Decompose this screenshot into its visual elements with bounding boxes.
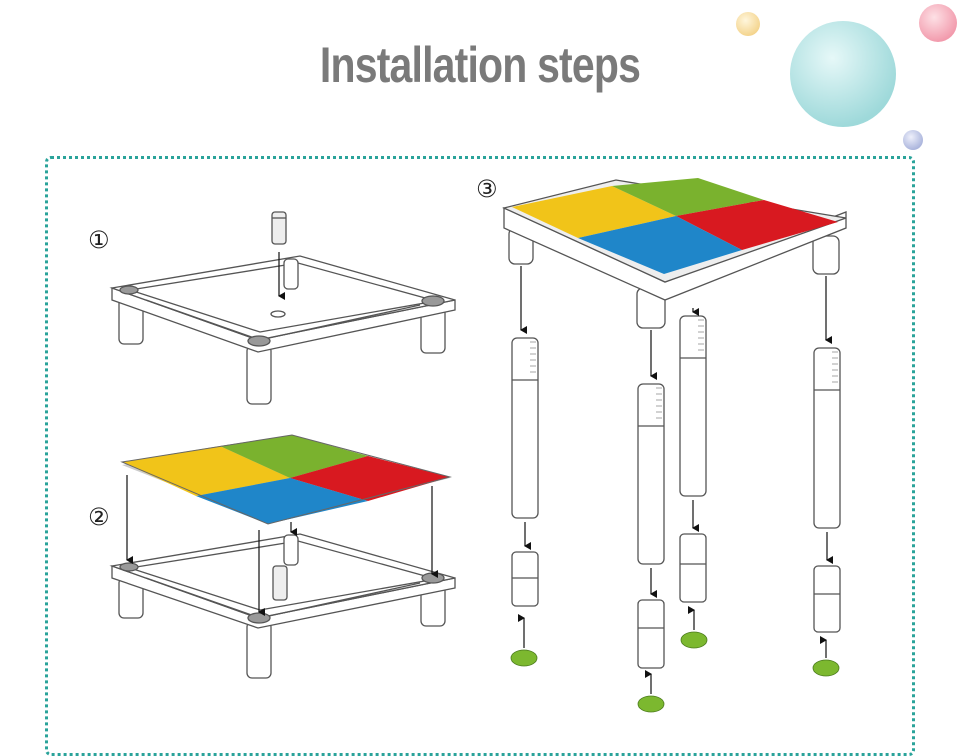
step-1-marker: ① xyxy=(88,226,110,254)
foot-pad-4 xyxy=(812,659,840,677)
bubble-pink-decoration xyxy=(919,4,957,42)
step-3-legs xyxy=(511,315,841,669)
tabletop-red-quadrant xyxy=(290,456,450,501)
step-2-frame-illustration xyxy=(109,533,456,679)
step-2-tabletop xyxy=(120,434,452,525)
bubble-large-decoration xyxy=(790,21,896,127)
table-green-quadrant xyxy=(612,178,764,216)
step-2-arrows xyxy=(126,475,438,616)
foot-pad-1 xyxy=(510,649,538,667)
table-yellow-quadrant xyxy=(512,186,676,238)
page-title: Installation steps xyxy=(319,37,641,93)
tabletop-blue-quadrant xyxy=(196,478,368,524)
step-3-marker: ③ xyxy=(476,175,498,203)
leg-thread-marks xyxy=(530,319,838,419)
tabletop-green-quadrant xyxy=(220,435,368,478)
bubble-yellow-decoration xyxy=(736,12,760,36)
table-red-quadrant xyxy=(676,200,838,250)
step-1-frame-illustration xyxy=(109,211,456,405)
decoration-layer xyxy=(736,4,957,150)
step-3-tabletop xyxy=(512,178,838,274)
foot-pad-3 xyxy=(680,631,708,649)
leg-3 xyxy=(679,315,707,603)
table-blue-quadrant xyxy=(578,216,742,274)
step-2-marker: ② xyxy=(88,503,110,531)
foot-pad-2 xyxy=(637,695,665,713)
bubble-blue-decoration xyxy=(903,130,923,150)
installation-illustration xyxy=(109,178,847,713)
leg-2 xyxy=(637,383,665,669)
tabletop-yellow-quadrant xyxy=(122,446,290,496)
step-3-feet xyxy=(510,631,840,713)
step-3-arrows xyxy=(518,266,833,694)
leg-4 xyxy=(813,347,841,633)
leg-1 xyxy=(511,337,539,607)
